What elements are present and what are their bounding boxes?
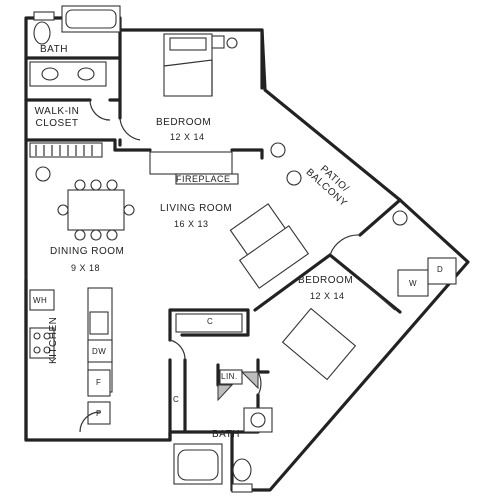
closet-shelf <box>29 142 103 158</box>
room-label-dining-room: DINING ROOM <box>50 246 125 257</box>
dining-table <box>67 189 125 231</box>
washer <box>397 269 429 297</box>
water-heater <box>29 289 55 311</box>
patio-chair <box>286 170 302 186</box>
room-label-kitchen: KITCHEN <box>48 316 59 364</box>
bed-1-pillows <box>169 37 207 51</box>
plant-icon <box>35 166 51 182</box>
linen-shade <box>217 384 234 402</box>
patio-chair <box>270 142 286 158</box>
room-label-bath-top: BATH <box>40 44 68 55</box>
toilet-tank-bottom <box>231 483 253 493</box>
bathtub-bottom-inner <box>177 449 219 481</box>
linen-shade <box>240 371 259 390</box>
stove <box>29 327 55 359</box>
room-size-bedroom-1: 12 X 14 <box>170 132 205 142</box>
chair <box>90 179 102 191</box>
door-swing <box>329 234 361 256</box>
label-fireplace: FIREPLACE <box>176 174 231 184</box>
interior-wall-closet-bottom <box>24 138 117 152</box>
chair <box>90 229 102 241</box>
door-swing <box>169 339 186 361</box>
door-swing <box>257 371 262 396</box>
nightstand-1 <box>211 35 225 49</box>
sink-left <box>41 67 59 81</box>
sofa-living-2 <box>238 225 310 289</box>
bathtub-top-inner <box>65 9 117 29</box>
burner <box>43 346 51 354</box>
label-linen: LIN. <box>221 372 238 381</box>
label-closet-c1: C <box>207 317 214 326</box>
label-water-heater: WH <box>33 296 48 305</box>
room-label-bedroom-2: BEDROOM <box>298 275 354 286</box>
bed-2 <box>281 307 357 381</box>
label-closet-c2: C <box>173 395 180 404</box>
interior-wall-bedroom1 <box>113 148 264 160</box>
label-pantry: P <box>96 409 102 418</box>
label-dryer: D <box>437 265 444 274</box>
sink-bottom <box>250 412 266 428</box>
burner <box>43 332 51 340</box>
pantry <box>87 401 111 425</box>
door-swing <box>119 117 141 141</box>
vanity-top <box>29 61 107 87</box>
room-size-living-room: 16 X 13 <box>174 219 209 229</box>
fridge <box>87 369 111 397</box>
room-label-walk-in-closet: WALK-IN CLOSET <box>34 106 80 129</box>
toilet-tank-top <box>33 11 55 21</box>
sink-right <box>77 67 95 81</box>
fireplace-hearth <box>175 173 239 185</box>
burner <box>33 332 41 340</box>
door-swing <box>89 99 111 121</box>
chair <box>57 204 69 216</box>
interior-wall-closet <box>24 56 122 147</box>
bed-1-sheet <box>163 59 213 96</box>
burner <box>33 346 41 354</box>
chair <box>123 204 135 216</box>
room-label-bath-bottom: BATH <box>212 429 240 440</box>
dishwasher <box>87 339 113 363</box>
fireplace-box <box>149 151 233 175</box>
label-washer: W <box>409 279 418 288</box>
interior-wall-closet2 <box>168 308 250 342</box>
room-size-dining-room: 9 X 18 <box>71 263 101 273</box>
kitchen-sink <box>89 311 109 335</box>
closet-c1 <box>175 313 243 333</box>
slider-door <box>359 279 396 311</box>
room-label-living-room: LIVING ROOM <box>160 203 233 214</box>
linen-closet <box>219 369 243 385</box>
chair <box>74 229 86 241</box>
toilet-top <box>33 21 51 45</box>
interior-wall-bath2 <box>168 358 270 442</box>
room-size-bedroom-2: 12 X 14 <box>310 291 345 301</box>
closet-hangers <box>35 145 93 156</box>
toilet-bottom <box>232 458 252 482</box>
dryer <box>427 257 457 285</box>
label-dishwasher: DW <box>92 347 107 356</box>
chair <box>106 229 118 241</box>
plant-icon <box>392 210 408 226</box>
room-label-bedroom-1: BEDROOM <box>156 117 212 128</box>
chair <box>106 179 118 191</box>
label-fridge: F <box>96 378 102 387</box>
door-swing <box>79 411 101 433</box>
chair <box>74 179 86 191</box>
plant-icon <box>226 37 238 49</box>
